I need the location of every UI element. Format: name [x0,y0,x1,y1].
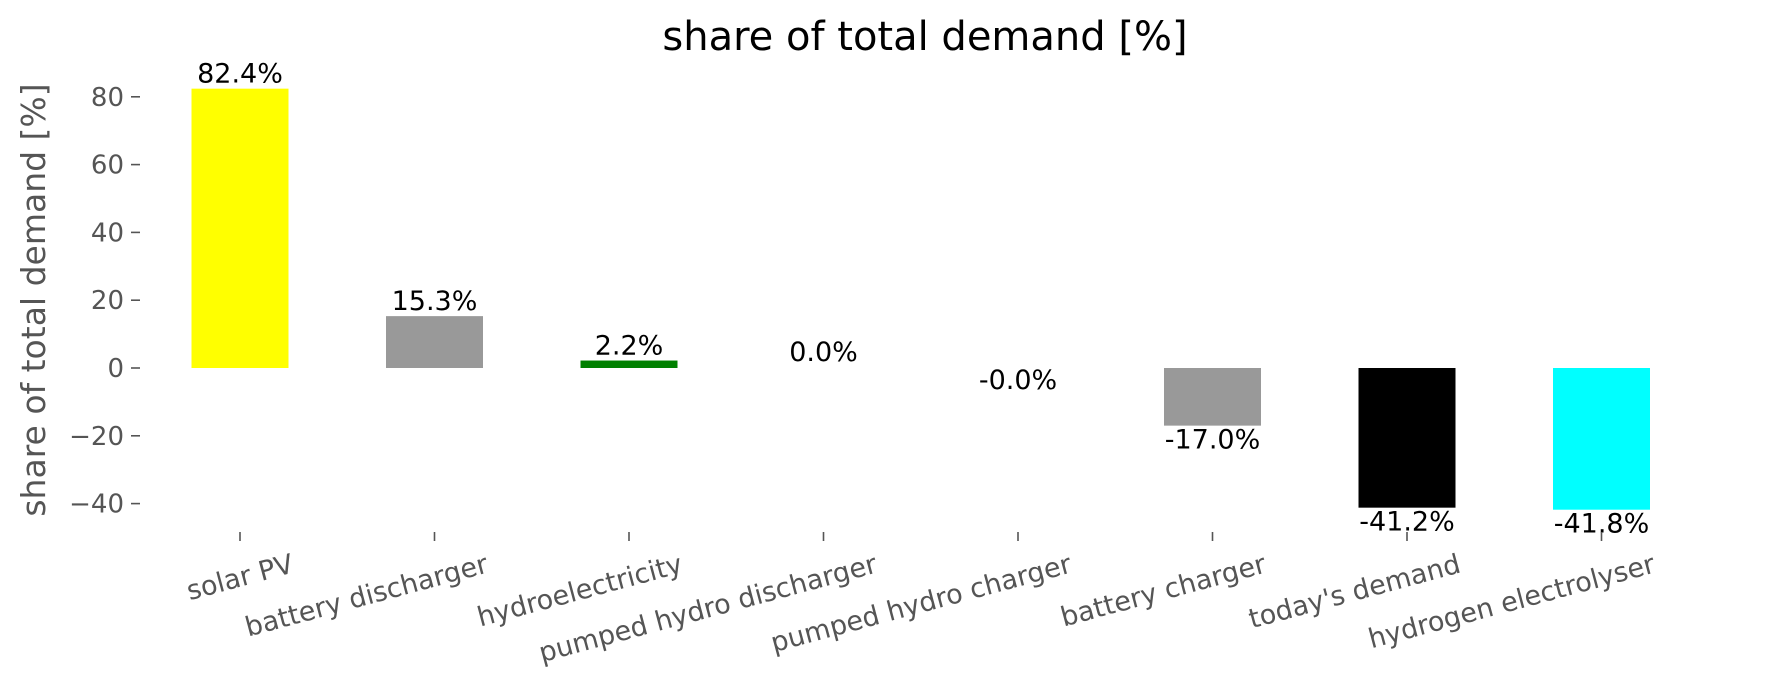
bar-battery-discharger [386,316,483,368]
bar-today-s-demand [1358,368,1456,508]
x-tick-label: battery charger [1057,549,1270,634]
bar-hydrogen-electrolyser [1553,368,1650,510]
y-tick-label: 20 [91,286,124,316]
bar-solar-pv [191,88,289,368]
value-label: 15.3% [392,286,478,317]
y-tick-label: −40 [69,490,124,520]
value-label: 0.0% [789,337,858,368]
y-tick-label: 60 [91,151,124,181]
value-label: 2.2% [595,331,664,362]
value-label: 82.4% [197,59,283,90]
y-tick-label: −20 [69,422,124,452]
bar-hydroelectricity [580,360,678,368]
y-axis-label: share of total demand [%] [14,83,53,516]
x-tick-label: solar PV [183,549,297,607]
x-tick-label: pumped hydro discharger [536,549,882,669]
value-labels: 82.4%15.3%2.2%0.0%-0.0%-17.0%-41.2%-41.8… [197,59,1649,540]
bar-battery-charger [1164,368,1261,426]
value-label: -17.0% [1165,425,1261,456]
bars [191,88,1650,510]
y-tick-label: 40 [91,218,124,248]
value-label: -0.0% [979,365,1057,396]
y-tick-label: 0 [107,354,124,384]
y-axis: 80 60 40 20 0 −20 −40 [69,83,140,520]
chart-title: share of total demand [%] [662,14,1187,60]
y-tick-label: 80 [91,83,124,113]
